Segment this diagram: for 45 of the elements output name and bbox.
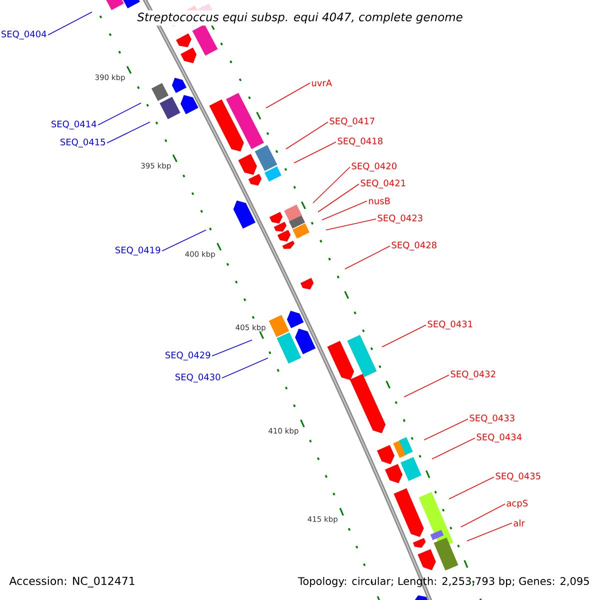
leader-line — [326, 218, 376, 230]
leader-line — [460, 504, 506, 528]
leader-line — [432, 438, 476, 460]
gene-label: SEQ_0415 — [60, 138, 105, 148]
gene-label: SEQ_0421 — [360, 180, 406, 188]
leader-line — [222, 358, 268, 378]
leader-line — [312, 166, 350, 204]
leader-line — [322, 200, 368, 220]
leader-line — [448, 476, 494, 500]
gene-label: SEQ_0432 — [450, 370, 496, 380]
leader-line — [48, 12, 92, 36]
leader-line — [266, 82, 310, 108]
leader-line — [382, 324, 426, 348]
gene-label: SEQ_0420 — [352, 162, 396, 172]
genome-info-text: Topology: circular; Length: 2,253,793 bp; Genes: 2,095 — [298, 576, 589, 588]
gene-label: SEQ_0404 — [2, 30, 46, 40]
leader-line — [212, 340, 252, 356]
gene-label: nusB — [369, 198, 390, 204]
leader-line — [98, 102, 142, 126]
gene-label: SEQ_0431 — [428, 320, 472, 330]
gene-label: SEQ_0430 — [176, 374, 220, 382]
gene-label: SEQ_0433 — [470, 414, 514, 424]
leader-line — [466, 522, 512, 542]
gene-label: SEQ_0435 — [496, 472, 540, 482]
gene-label: SEQ_0417 — [330, 118, 374, 126]
gene-label: SEQ_0434 — [476, 434, 522, 442]
leader-line — [424, 418, 468, 440]
gene-label: SEQ_0418 — [338, 138, 382, 146]
leader-line — [404, 374, 450, 398]
title: Streptococcus equi subsp. equi 4047, complete genome — [135, 10, 465, 26]
leader-line — [294, 142, 336, 164]
gene-label: SEQ_0419 — [116, 246, 160, 256]
gene-label: SEQ_0429 — [166, 352, 210, 360]
gene-label: uvrA — [312, 80, 332, 86]
gene-label: alr — [514, 520, 525, 526]
leader-line — [286, 122, 328, 150]
accession-text: Accession: NC_012471 — [9, 576, 134, 588]
leader-line — [106, 122, 150, 144]
leader-line — [162, 230, 206, 252]
leader-line — [344, 246, 390, 270]
gene-label: SEQ_0414 — [52, 120, 96, 130]
leader-line — [318, 184, 360, 212]
gene-label: SEQ_0428 — [392, 242, 436, 250]
gene-label: SEQ_0423 — [378, 214, 422, 224]
gene-label: acpS — [506, 500, 528, 508]
